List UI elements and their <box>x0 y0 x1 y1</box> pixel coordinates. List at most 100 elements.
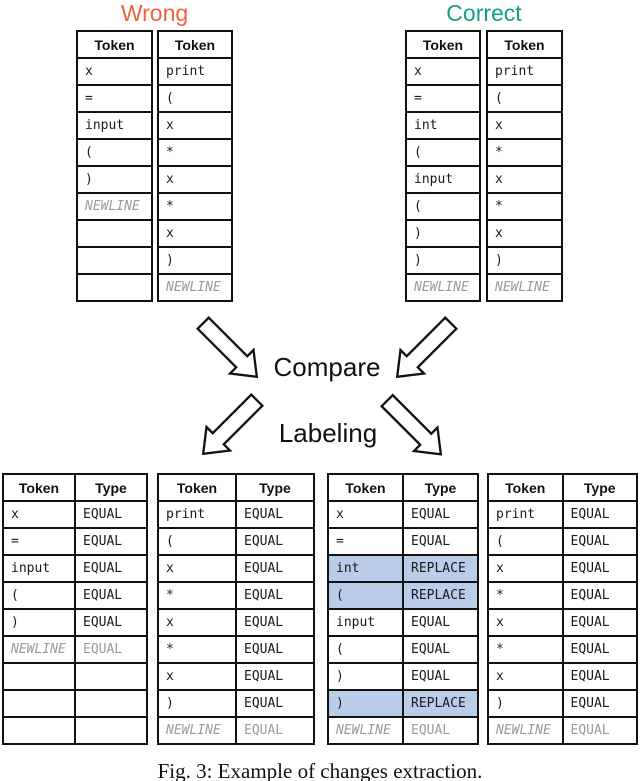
table-row: ( <box>486 84 563 113</box>
table-cell: EQUAL <box>561 716 638 745</box>
table-cell: EQUAL <box>235 716 315 745</box>
table-row: int <box>405 111 481 140</box>
table-row: = <box>76 84 153 113</box>
table-row: x <box>157 219 233 248</box>
table-cell: REPLACE <box>402 581 479 610</box>
table-row: print <box>486 57 563 86</box>
table-cell: ) <box>76 165 153 194</box>
table-cell: EQUAL <box>74 608 148 637</box>
table-cell: EQUAL <box>561 662 638 691</box>
table-cell: ( <box>487 527 564 556</box>
figure-caption: Fig. 3: Example of changes extraction. <box>157 759 483 781</box>
table-cell: = <box>327 527 404 556</box>
column-header: Token <box>405 30 481 59</box>
table-row: =EQUAL <box>327 527 479 556</box>
table-cell: x <box>327 500 404 529</box>
table-cell: EQUAL <box>74 554 148 583</box>
table-cell: print <box>486 57 563 86</box>
table-cell: EQUAL <box>561 608 638 637</box>
wrong-title: Wrong <box>120 0 189 26</box>
table-row: input <box>405 165 481 194</box>
table-cell: = <box>2 527 76 556</box>
table-cell: EQUAL <box>74 635 148 664</box>
header-row: Token <box>405 30 481 59</box>
table-row: x <box>405 57 481 86</box>
table-cell: = <box>76 84 153 113</box>
table-cell: input <box>327 608 404 637</box>
arrow-down-left-icon <box>193 390 267 464</box>
table-row <box>2 662 148 691</box>
table-cell: EQUAL <box>235 662 315 691</box>
table-row: *EQUAL <box>487 635 638 664</box>
table-cell <box>76 273 153 302</box>
table-cell <box>74 662 148 691</box>
table-cell: x <box>486 111 563 140</box>
table-cell: x <box>487 662 564 691</box>
table-row: input <box>76 111 153 140</box>
table-cell: EQUAL <box>561 689 638 718</box>
table-cell: ) <box>327 689 404 718</box>
table-row: ( <box>405 138 481 167</box>
table-row: * <box>157 138 233 167</box>
arrow-down-right-icon <box>193 313 267 387</box>
table-row <box>76 219 153 248</box>
table-cell: NEWLINE <box>487 716 564 745</box>
table-cell: EQUAL <box>402 527 479 556</box>
table-row: ( <box>157 84 233 113</box>
table-cell <box>2 716 76 745</box>
column-header: Token <box>76 30 153 59</box>
table-row: )EQUAL <box>157 689 315 718</box>
table-row: ) <box>486 246 563 275</box>
table-cell: x <box>157 554 237 583</box>
table-cell <box>74 689 148 718</box>
table-cell: x <box>487 554 564 583</box>
table-cell: NEWLINE <box>486 273 563 302</box>
table-row: NEWLINE <box>76 192 153 221</box>
column-header: Type <box>74 473 148 502</box>
table-cell: EQUAL <box>74 581 148 610</box>
table-cell: ( <box>327 581 404 610</box>
table-cell: ) <box>157 246 233 275</box>
table-cell: x <box>157 219 233 248</box>
table-cell: ) <box>486 246 563 275</box>
arrow-down-right-icon <box>377 390 451 465</box>
table-cell: EQUAL <box>74 527 148 556</box>
table-row: (EQUAL <box>157 527 315 556</box>
column-header: Type <box>561 473 638 502</box>
correct-title: Correct <box>446 0 522 26</box>
table-cell: ( <box>157 84 233 113</box>
table-cell: x <box>2 500 76 529</box>
table-row: * <box>486 138 563 167</box>
table-row: *EQUAL <box>487 581 638 610</box>
table-row: ) <box>405 219 481 248</box>
table-row: )EQUAL <box>487 689 638 718</box>
column-header: Token <box>487 473 564 502</box>
table-row: print <box>157 57 233 86</box>
table-cell: print <box>157 500 237 529</box>
table-row: ) <box>76 165 153 194</box>
table-cell: EQUAL <box>235 635 315 664</box>
table-cell: int <box>405 111 481 140</box>
table-cell: * <box>487 635 564 664</box>
table-row: ) <box>157 246 233 275</box>
column-header: Token <box>157 473 237 502</box>
arrow-down-left-icon <box>387 313 461 387</box>
table-row: x <box>486 165 563 194</box>
table-cell <box>74 716 148 745</box>
table-cell: EQUAL <box>235 608 315 637</box>
column-header: Token <box>486 30 563 59</box>
table-cell <box>2 662 76 691</box>
table-cell <box>2 689 76 718</box>
table-cell: = <box>405 84 481 113</box>
table-row: *EQUAL <box>157 581 315 610</box>
table-cell: NEWLINE <box>157 273 233 302</box>
column-header: Type <box>235 473 315 502</box>
